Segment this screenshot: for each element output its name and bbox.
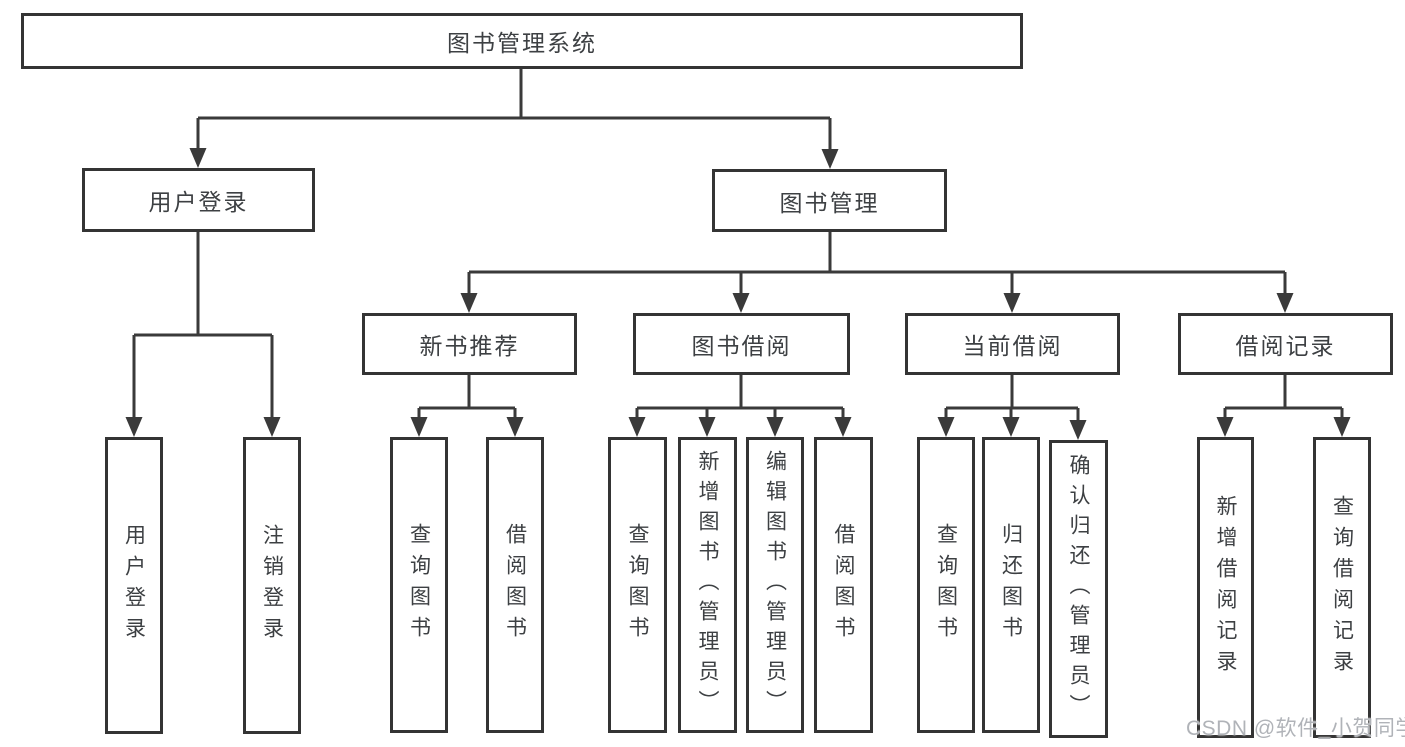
node-book-borrow: 图书借阅 bbox=[633, 313, 850, 375]
leaf-edit-books-admin: 编辑图书（管理员） bbox=[746, 437, 804, 733]
leaf-query-books-borrow: 查询图书 bbox=[608, 437, 667, 733]
leaf-query-books-current: 查询图书 bbox=[917, 437, 975, 733]
node-current-borrow: 当前借阅 bbox=[905, 313, 1120, 375]
leaf-borrow-books-recommend: 借阅图书 bbox=[486, 437, 544, 733]
node-book-management: 图书管理 bbox=[712, 169, 947, 232]
leaf-borrow-books: 借阅图书 bbox=[814, 437, 873, 733]
arrowheads bbox=[125, 148, 1351, 440]
csdn-watermark: CSDN @软件_小贺同学 bbox=[1186, 717, 1405, 740]
node-borrow-records: 借阅记录 bbox=[1178, 313, 1393, 375]
leaf-query-books-recommend: 查询图书 bbox=[390, 437, 448, 733]
leaf-user-login: 用户登录 bbox=[105, 437, 163, 734]
node-user-login: 用户登录 bbox=[82, 168, 315, 232]
leaf-query-borrow-record: 查询借阅记录 bbox=[1313, 437, 1371, 738]
leaf-add-borrow-record: 新增借阅记录 bbox=[1197, 437, 1254, 738]
tree-edges bbox=[132, 68, 1344, 422]
leaf-logout: 注销登录 bbox=[243, 437, 301, 734]
leaf-add-books-admin: 新增图书（管理员） bbox=[678, 437, 737, 733]
leaf-return-books: 归还图书 bbox=[982, 437, 1040, 733]
node-root-system: 图书管理系统 bbox=[21, 13, 1023, 69]
node-new-book-recommend: 新书推荐 bbox=[362, 313, 577, 375]
leaf-confirm-return-admin: 确认归还（管理员） bbox=[1049, 440, 1108, 738]
